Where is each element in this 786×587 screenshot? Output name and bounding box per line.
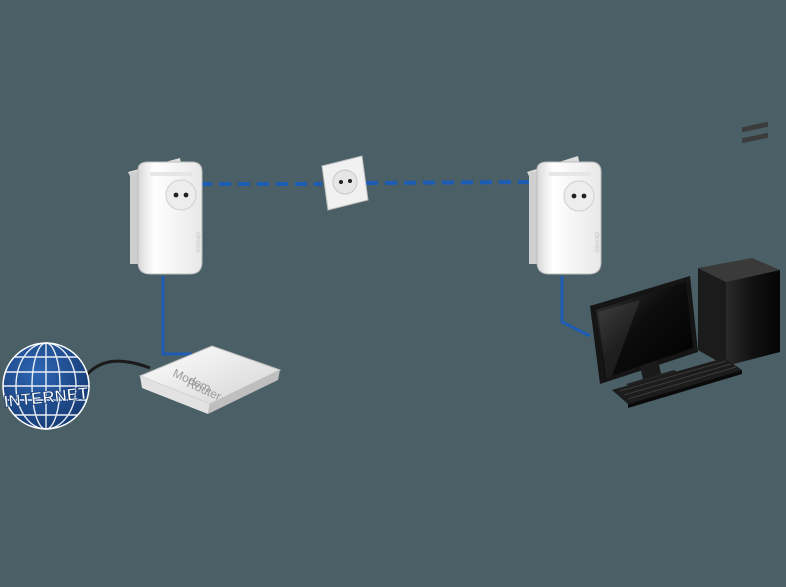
powerline-adapter-right: devolo (527, 156, 602, 275)
adapter-brand-right: devolo (593, 232, 600, 253)
globe-icon: INTERNET (2, 342, 90, 430)
adapter-brand-left: devolo (194, 232, 201, 253)
computer-tower (698, 121, 780, 366)
computer-monitor (590, 276, 698, 392)
desktop-computer-icon (590, 121, 780, 408)
router-icon: Modem Router (138, 345, 282, 414)
network-cables (82, 276, 591, 379)
powerline-adapter-left: devolo (128, 158, 203, 275)
computer-keyboard (612, 358, 742, 408)
powerline-connection (200, 180, 533, 186)
wall-socket-icon (321, 155, 369, 211)
